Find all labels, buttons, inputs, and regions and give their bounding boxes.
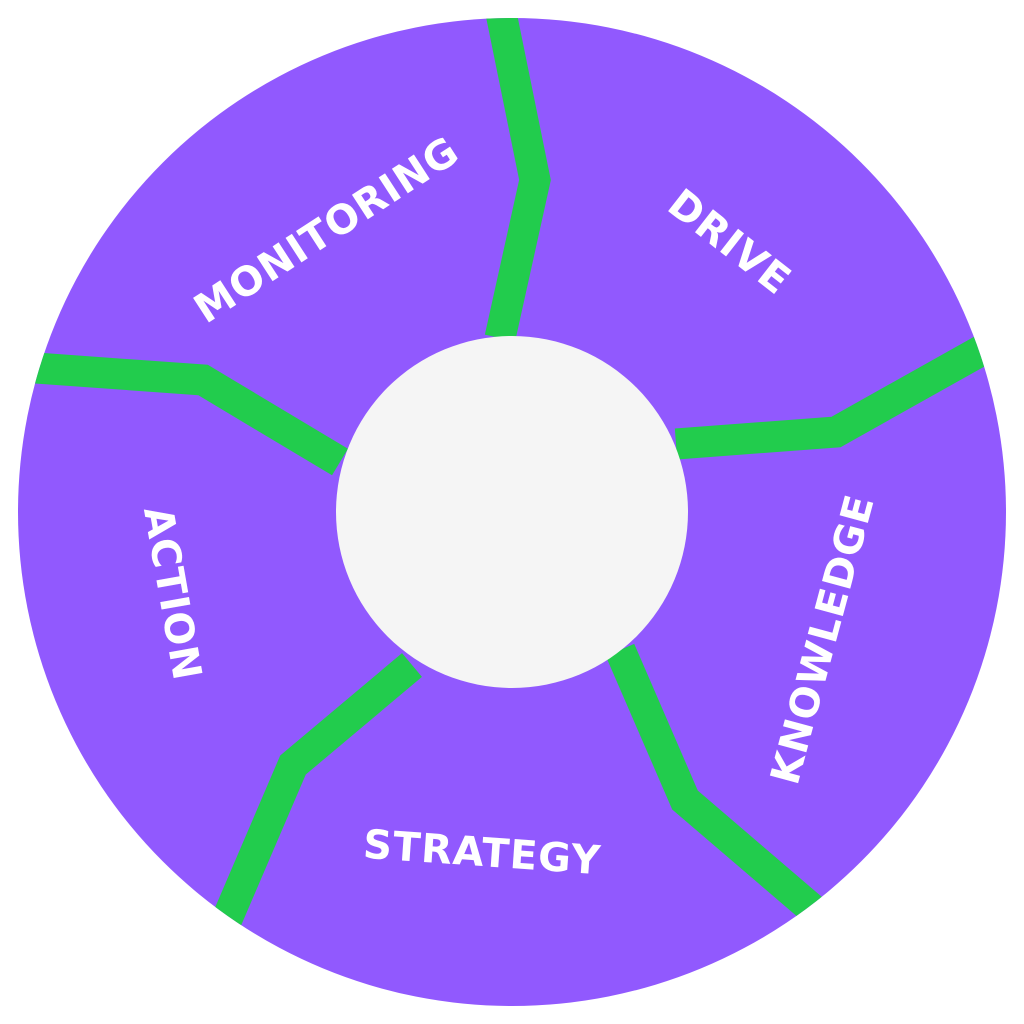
center-hub — [336, 336, 688, 688]
divider-action-monitoring — [20, 351, 348, 476]
divider-drive-knowledge — [674, 326, 1006, 460]
divider-knowledge-strategy — [605, 643, 836, 932]
segment-dividers — [20, 18, 1006, 947]
divider-strategy-action — [203, 653, 422, 947]
divider-monitoring-drive — [484, 18, 551, 342]
